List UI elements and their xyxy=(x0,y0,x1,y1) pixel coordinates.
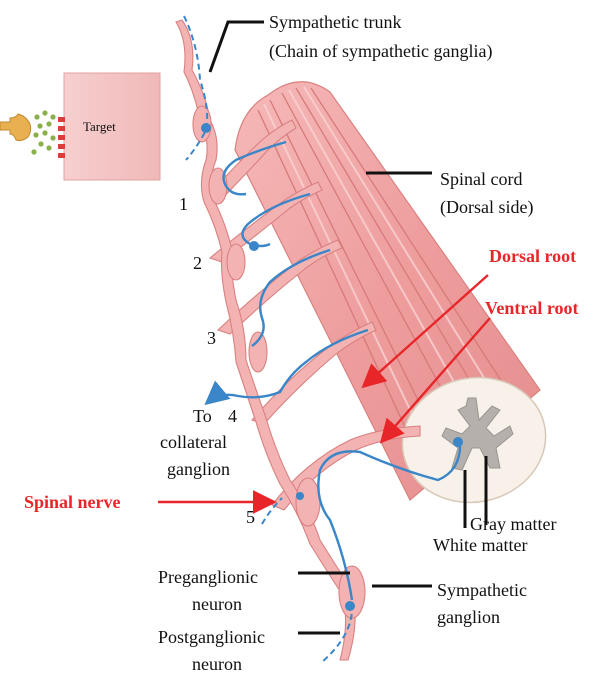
preganglionic-neuron-paths xyxy=(204,140,462,601)
red-arrows xyxy=(158,274,491,514)
pathway-number-2: 2 xyxy=(193,253,202,273)
target-label: Target xyxy=(83,119,116,134)
gray-matter-label: Gray matter xyxy=(470,514,556,534)
to-collateral-label-1: To xyxy=(193,406,212,426)
sympathetic-trunk-label: Sympathetic trunk xyxy=(269,12,401,32)
spinal-cord-sublabel: (Dorsal side) xyxy=(440,197,533,218)
nerve-terminal-icon xyxy=(0,113,32,142)
pathway-number-3: 3 xyxy=(207,328,216,348)
nerve-branches xyxy=(204,119,421,511)
neuron-cell-bodies xyxy=(201,123,463,611)
target-organ: Target xyxy=(63,72,161,181)
dorsal-root-label: Dorsal root xyxy=(489,246,576,266)
ventral-root-label: Ventral root xyxy=(485,298,579,318)
to-collateral-label-3: ganglion xyxy=(167,459,230,479)
to-collateral-label-2: collateral xyxy=(160,432,227,452)
pathway-number-1: 1 xyxy=(179,194,188,214)
sympathetic-ganglion-label: Sympathetic xyxy=(437,580,527,600)
white-matter-label: White matter xyxy=(433,535,527,555)
preganglionic-sublabel: neuron xyxy=(192,594,242,614)
pathway-number-4: 4 xyxy=(228,406,237,426)
postganglionic-sublabel: neuron xyxy=(192,654,242,674)
sympathetic-trunk xyxy=(175,19,366,661)
sympathetic-trunk-sublabel: (Chain of sympathetic ganglia) xyxy=(269,41,492,62)
receptor-icon xyxy=(58,117,65,158)
pathway-number-5: 5 xyxy=(246,507,255,527)
sympathetic-ganglion-sublabel: ganglion xyxy=(437,607,500,627)
vesicle-icon xyxy=(31,110,56,155)
leader-lines xyxy=(208,20,488,635)
spinal-cord-label: Spinal cord xyxy=(440,169,523,189)
spinal-nerve-label: Spinal nerve xyxy=(24,492,121,512)
preganglionic-label: Preganglionic xyxy=(158,567,258,587)
postganglionic-label: Postganglionic xyxy=(158,627,265,647)
